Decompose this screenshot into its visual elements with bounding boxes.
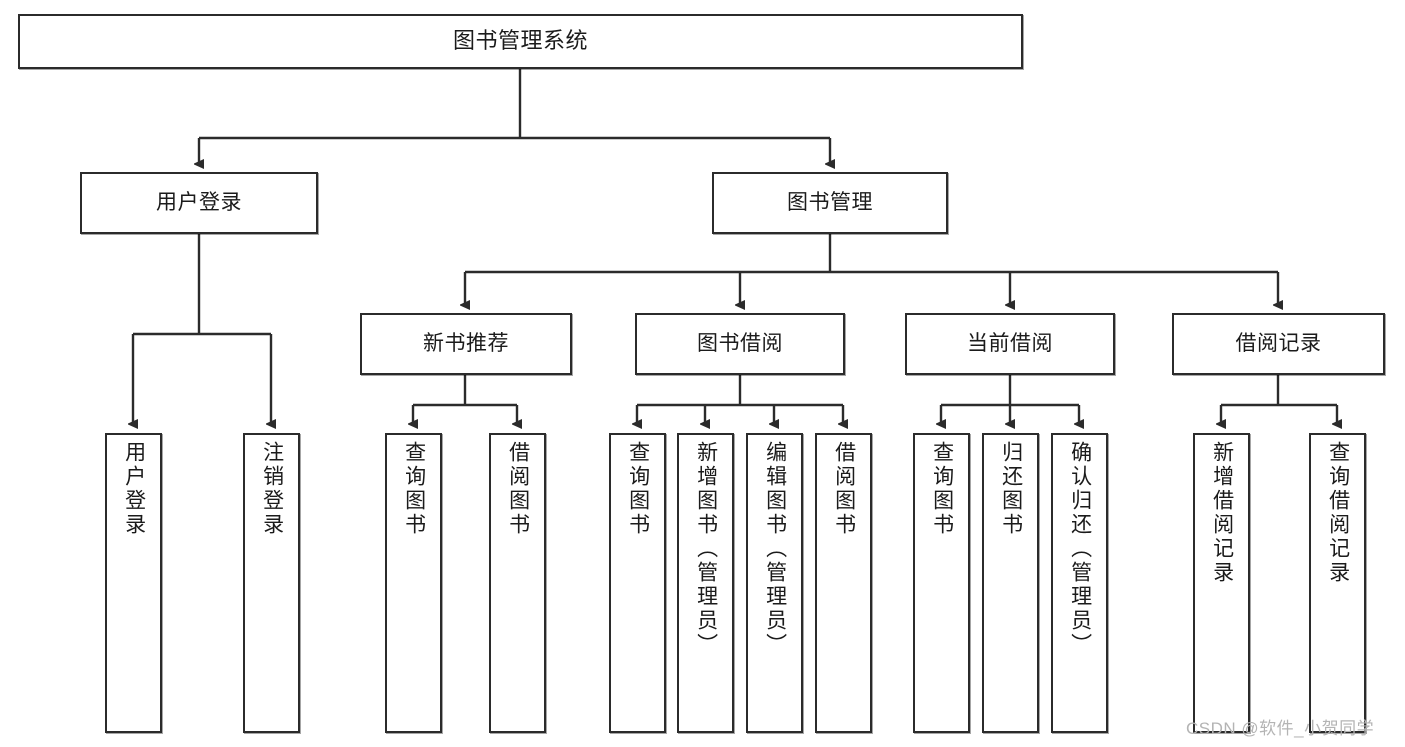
- leaf-borrow-edit-book[interactable]: 编辑图书（管理员）: [746, 433, 803, 733]
- node-book-management[interactable]: 图书管理: [712, 172, 948, 234]
- leaf-record-add[interactable]: 新增借阅记录: [1193, 433, 1250, 733]
- leaf-new-book-query[interactable]: 查询图书: [385, 433, 442, 733]
- leaf-current-confirm-return[interactable]: 确认归还（管理员）: [1051, 433, 1108, 733]
- leaf-borrow-query-book[interactable]: 查询图书: [609, 433, 666, 733]
- leaf-borrow-add-book-label: 新增图书（管理员）: [694, 441, 718, 657]
- leaf-borrow-query-book-label: 查询图书: [626, 441, 650, 537]
- node-new-book-recommend[interactable]: 新书推荐: [360, 313, 572, 375]
- leaf-new-book-query-label: 查询图书: [402, 441, 426, 537]
- node-borrow-record-label: 借阅记录: [1235, 332, 1322, 356]
- leaf-borrow-edit-book-label: 编辑图书（管理员）: [763, 441, 787, 657]
- leaf-current-return-book[interactable]: 归还图书: [982, 433, 1039, 733]
- leaf-current-query-book[interactable]: 查询图书: [913, 433, 970, 733]
- leaf-borrow-add-book[interactable]: 新增图书（管理员）: [677, 433, 734, 733]
- leaf-current-query-book-label: 查询图书: [930, 441, 954, 537]
- leaf-borrow-borrow-book[interactable]: 借阅图书: [815, 433, 872, 733]
- leaf-record-query-label: 查询借阅记录: [1326, 441, 1350, 585]
- leaf-current-confirm-return-label: 确认归还（管理员）: [1068, 441, 1092, 657]
- leaf-new-book-borrow-label: 借阅图书: [506, 441, 530, 537]
- leaf-user-login-logout[interactable]: 注销登录: [243, 433, 300, 733]
- node-book-borrow[interactable]: 图书借阅: [635, 313, 845, 375]
- leaf-record-query[interactable]: 查询借阅记录: [1309, 433, 1366, 733]
- leaf-record-add-label: 新增借阅记录: [1210, 441, 1234, 585]
- leaf-current-return-book-label: 归还图书: [999, 441, 1023, 537]
- leaf-borrow-borrow-book-label: 借阅图书: [832, 441, 856, 537]
- watermark: CSDN @软件_小贺同学: [1186, 719, 1375, 738]
- node-root[interactable]: 图书管理系统: [18, 14, 1023, 69]
- node-borrow-record[interactable]: 借阅记录: [1172, 313, 1385, 375]
- leaf-new-book-borrow[interactable]: 借阅图书: [489, 433, 546, 733]
- leaf-user-login-login-label: 用户登录: [122, 441, 146, 537]
- node-new-book-recommend-label: 新书推荐: [423, 332, 509, 356]
- node-current-borrow-label: 当前借阅: [967, 332, 1053, 356]
- node-book-management-label: 图书管理: [787, 191, 873, 215]
- node-user-login-label: 用户登录: [156, 191, 242, 215]
- node-root-label: 图书管理系统: [452, 28, 588, 54]
- node-current-borrow[interactable]: 当前借阅: [905, 313, 1115, 375]
- leaf-user-login-login[interactable]: 用户登录: [105, 433, 162, 733]
- node-book-borrow-label: 图书借阅: [697, 332, 783, 356]
- leaf-user-login-logout-label: 注销登录: [260, 441, 284, 537]
- node-user-login[interactable]: 用户登录: [80, 172, 318, 234]
